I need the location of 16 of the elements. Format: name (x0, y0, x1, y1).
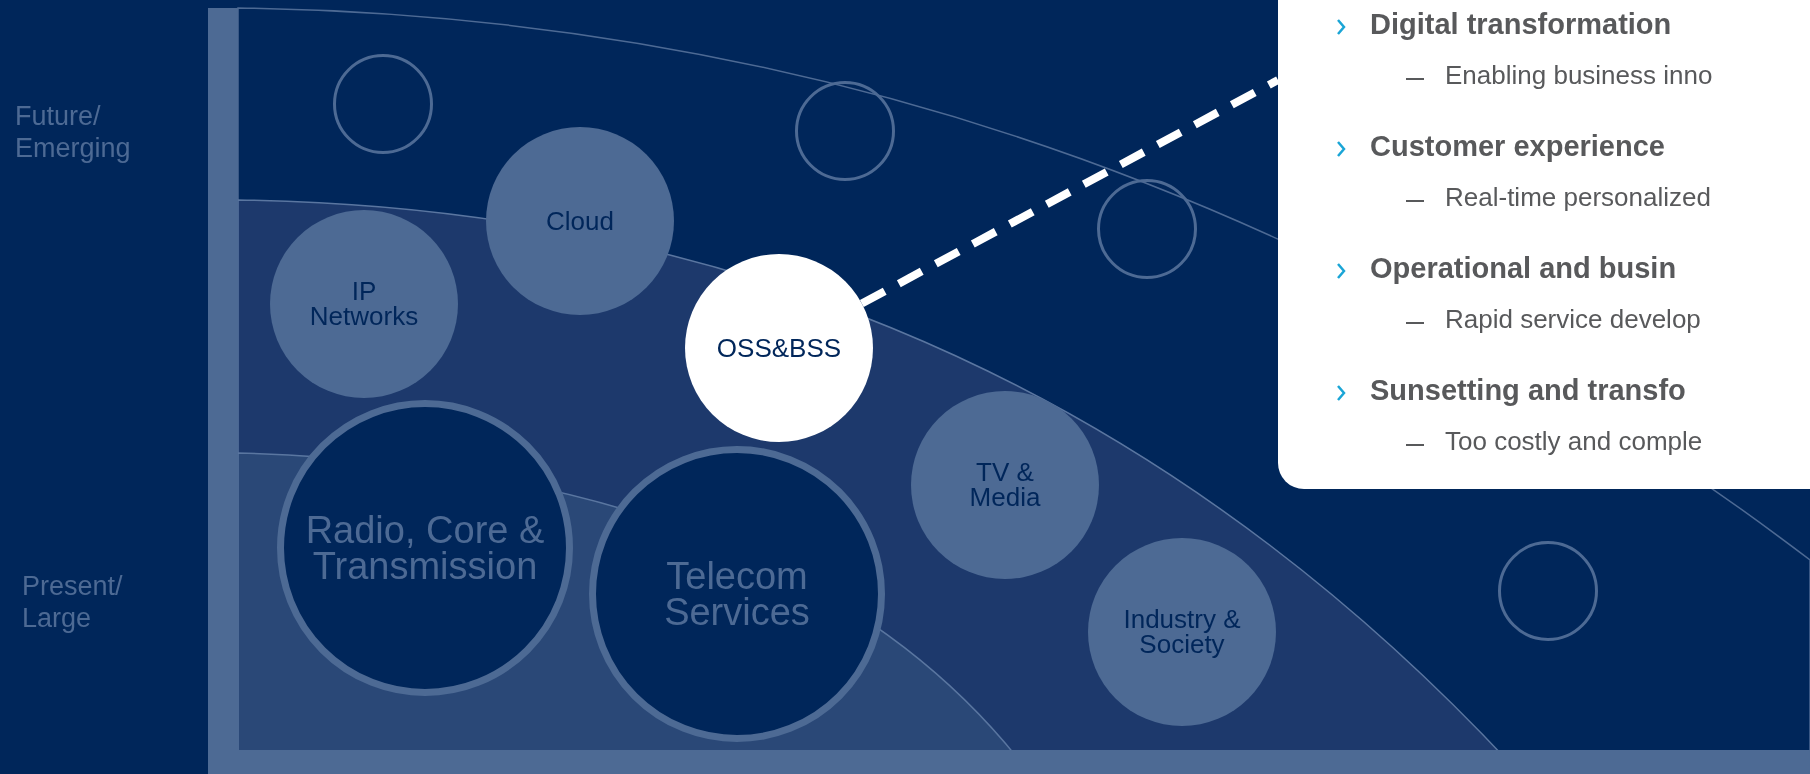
bullet-heading: Digital transformation (1370, 8, 1672, 41)
callout-panel (1278, 0, 1810, 489)
sub-bullet: Too costly and comple (1445, 426, 1703, 457)
bullet-heading: Operational and busin (1370, 252, 1677, 285)
empty-bubble (795, 81, 895, 181)
empty-bubble (333, 54, 433, 154)
axis-label: Future/ Emerging (15, 100, 132, 164)
bullet-heading: Customer experience (1370, 130, 1665, 163)
sub-bullet: Enabling business inno (1445, 60, 1713, 91)
empty-bubble (1097, 179, 1197, 279)
empty-bubble (1498, 541, 1598, 641)
sub-bullet: Rapid service develop (1445, 304, 1701, 335)
sub-bullet: Real-time personalized (1445, 182, 1711, 213)
axis-label: Present/ Large (22, 570, 124, 634)
connector-line (859, 76, 1280, 308)
bullet-heading: Sunsetting and transfo (1370, 374, 1686, 407)
